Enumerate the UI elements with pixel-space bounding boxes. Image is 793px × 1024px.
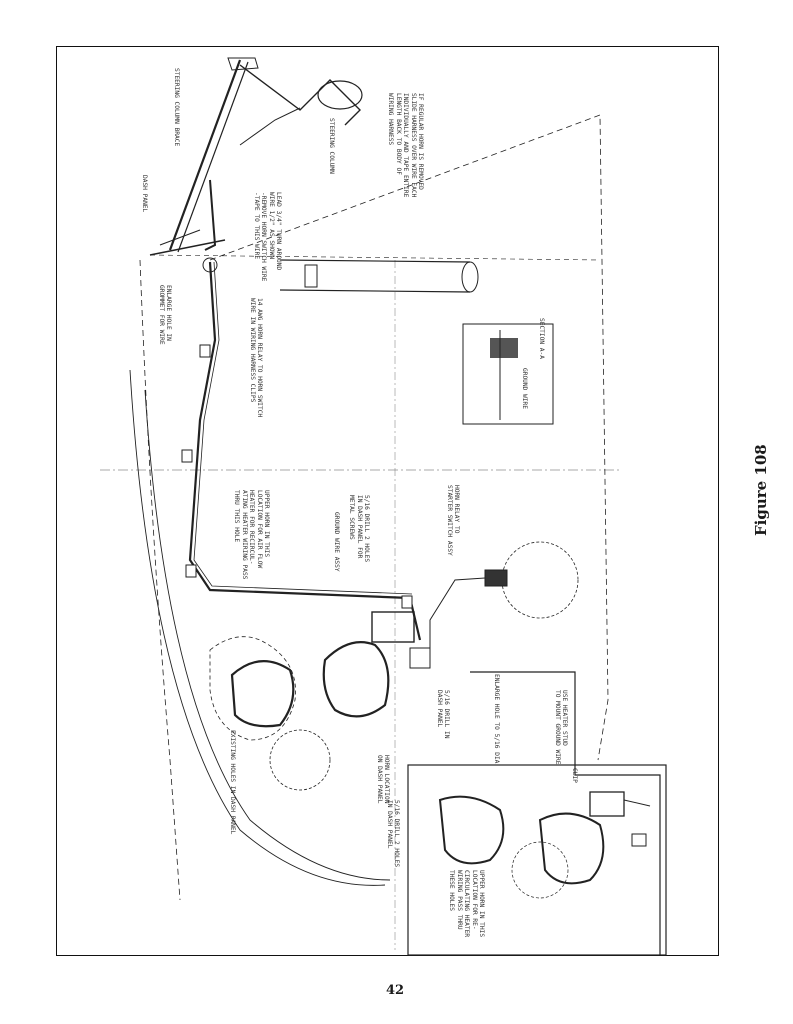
label-drill-holes: 5/16 DRILL 2 HOLES IN DASH PANEL FOR MET… (348, 495, 370, 563)
label-steering-column: STEERING COLUMN (328, 118, 335, 174)
drawing-frame (56, 46, 719, 956)
label-removed-horn-note: IF REGULAR HORN IS REMOVED SLIDE HARNESS… (387, 93, 424, 198)
label-horn-relay-starter: HORN RELAY TO STARTER SWITCH ASSY (445, 485, 460, 556)
label-heater-stud: USE HEATER STUD TO MOUNT GROUND WIRE (553, 690, 568, 765)
label-enlarge-hole: ENLARGE HOLE TO 5/16 DIA (493, 674, 500, 764)
label-dash-panel: DASH PANEL (141, 175, 148, 213)
steering-column-tube (279, 259, 479, 293)
label-section-aa: SECTION A-A (538, 318, 545, 359)
label-upper-horn-note: UPPER HORN IN THIS LOCATION FOR AIR FLOW… (233, 490, 270, 580)
label-ground-wire-assy: GROUND WIRE ASSY (333, 512, 340, 572)
label-enlarge-hole-grommet: ENLARGE HOLE IN GROMMET FOR WIRE (157, 285, 172, 345)
label-horn-location: HORN LOCATION ON DASH PANEL (375, 755, 390, 804)
horn-assemblies (209, 611, 431, 791)
inset-horns (438, 791, 651, 899)
page-number: 42 (386, 983, 405, 998)
label-clip: CLIP (571, 768, 578, 783)
label-steering-column-brace: STEERING COLUMN BRACE (173, 68, 180, 147)
label-second-drill: 5/16 DRILL 2 HOLES IN DASH PANEL (385, 800, 400, 868)
steering-column-assembly (149, 57, 363, 256)
label-ground-wire: GROUND WIRE (521, 368, 528, 409)
label-drill-dash-panel: 5/16 DRILL IN DASH PANEL (435, 690, 450, 739)
figure-caption: Figure 108 (752, 444, 770, 536)
label-existing-holes: EXISTING HOLES IN DASH PANEL (229, 730, 236, 835)
label-relay-note: 14 AWG HORN RELAY TO HORN SWITCH WIRE IN… (248, 298, 263, 418)
label-alt-horn-note: UPPER HORN IN THIS LOCATION FOR RE- CIRC… (448, 870, 485, 938)
label-lead-wire-note: LEAD 3/4" TURN AROUND WIRE 1/2" AS SHOWN… (252, 192, 282, 282)
